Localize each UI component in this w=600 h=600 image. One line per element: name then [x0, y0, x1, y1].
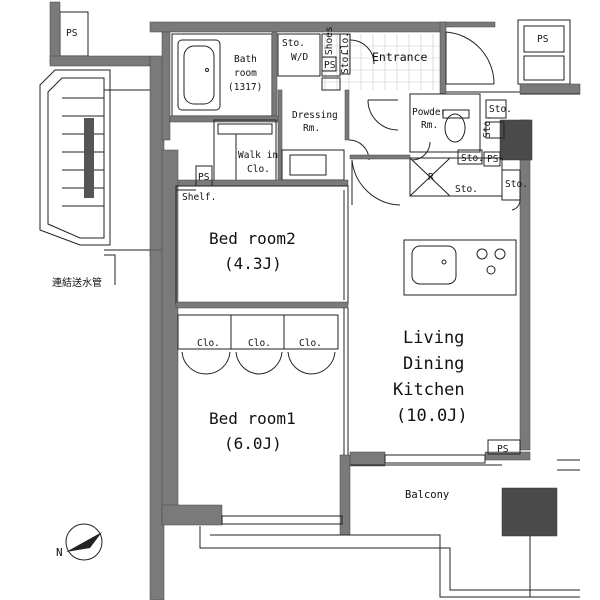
stove-icon [476, 248, 506, 275]
door-swing-icon [411, 141, 431, 161]
storage-label: Sto. [489, 104, 512, 115]
ps-label: PS [487, 154, 499, 165]
entrance-area [277, 21, 495, 95]
storage-label: Sto. [505, 179, 528, 190]
bathroom [169, 31, 279, 123]
staircase-icon [39, 69, 150, 285]
bedroom1-area: (6.0J) [224, 434, 282, 453]
dressing-label: Dressing [292, 110, 338, 121]
powder-room [367, 93, 507, 167]
ldk-area: (10.0J) [396, 406, 468, 426]
ldk-label: Kitchen [393, 380, 465, 400]
closet-label: Clo. [299, 338, 322, 349]
wall-segment [49, 55, 151, 67]
closet-label: Clo. [248, 338, 271, 349]
storage-label: Sto. [282, 38, 305, 49]
ps-shaft-right [440, 19, 581, 95]
ps-label: PS [324, 60, 336, 71]
storage-label: Sto. [482, 115, 493, 138]
door-swing-icon [349, 39, 375, 65]
sink-icon [281, 149, 345, 181]
ps-label: PS [537, 34, 549, 45]
bedroom2-label: Bed room2 [209, 229, 296, 248]
wall-segment [149, 21, 446, 33]
ps-label: PS [497, 444, 509, 455]
water-pipe-label: 連結送水管 [52, 276, 102, 289]
toilet-icon [442, 109, 470, 143]
bathtub-icon [177, 39, 221, 111]
balcony-label: Balcony [405, 489, 449, 501]
balcony [199, 459, 580, 598]
wall-segment [161, 504, 223, 526]
bath-label: Bath [234, 54, 257, 65]
shoes-closet-label: Clo. [340, 32, 351, 55]
ps-label: PS [198, 172, 210, 183]
left-outside [39, 1, 165, 600]
shelf-label: Shelf. [182, 192, 216, 203]
storage-label: Sto. [461, 153, 484, 164]
floor-tiles [322, 34, 440, 90]
bedroom2-area: (4.3J) [224, 254, 282, 273]
powder-label: Rm. [421, 120, 438, 131]
wall-segment [49, 1, 61, 65]
structural-column [501, 487, 558, 537]
bath-label: room [234, 68, 257, 79]
ldk-label: Living [403, 328, 464, 348]
shoes-closet-label: Shoes [324, 26, 335, 55]
entrance-label: Entrance [372, 50, 427, 64]
closet-label: Clo. [197, 338, 220, 349]
north-arrow-icon [65, 523, 103, 561]
dressing-label: Rm. [303, 123, 320, 134]
bedroom-2 [175, 165, 349, 309]
structural-column [499, 119, 533, 161]
washer-label: W/D [291, 52, 308, 63]
ps-label: PS [66, 28, 78, 39]
door-swing-icon [367, 99, 399, 131]
bath-label: (1317) [228, 82, 262, 93]
door-swing-icon [351, 159, 401, 206]
wall-segment [444, 21, 496, 28]
living-window [384, 439, 521, 464]
ldk-label: Dining [403, 354, 464, 374]
walkin-label: Clo. [247, 164, 270, 175]
wall-segment [161, 31, 171, 141]
powder-label: Powder [412, 107, 447, 118]
bedroom-1 [177, 308, 349, 525]
outer-walls [149, 21, 558, 537]
storage-label: Sto. [340, 51, 351, 74]
r-mark: R [428, 172, 434, 183]
door-swing-icon [511, 199, 521, 211]
sink-icon [411, 245, 457, 285]
walkin-label: Walk in [238, 150, 278, 161]
storage-zone [349, 154, 521, 211]
door-swing-icon [445, 31, 495, 85]
wall-segment [349, 451, 386, 467]
dressing-room [277, 89, 370, 183]
storage-label: Sto. [455, 184, 478, 195]
north-label: N [56, 546, 63, 559]
bedroom1-label: Bed room1 [209, 409, 296, 428]
kitchen-counter [403, 239, 517, 296]
wall-segment [519, 119, 531, 451]
